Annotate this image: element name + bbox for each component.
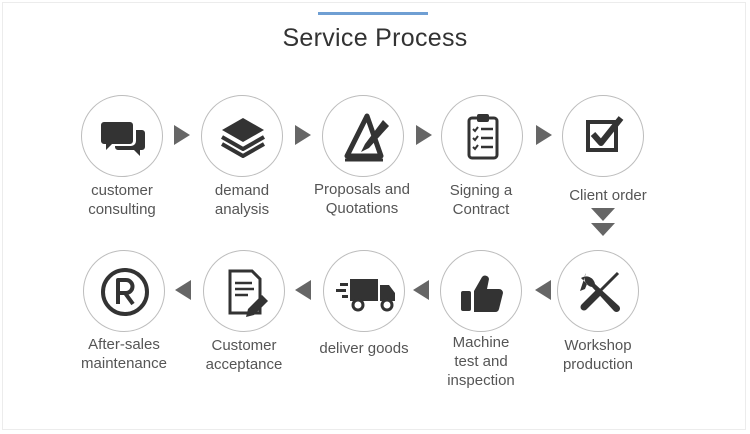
arrow-right-icon [416, 125, 432, 145]
arrow-left-icon [535, 280, 551, 300]
step-label-after-sales-maintenance: After-sales maintenance [81, 336, 167, 372]
arrow-right-icon [174, 125, 190, 145]
page-frame [2, 2, 746, 430]
step-label-workshop-production: Workshop production [562, 337, 634, 373]
step-customer-consulting [81, 95, 163, 177]
step-label-customer-consulting: customer consulting [88, 182, 156, 218]
arrow-right-icon [295, 125, 311, 145]
delivery-truck-icon [336, 279, 395, 312]
step-label-demand-analysis: demand analysis [214, 182, 270, 218]
step-label-deliver-goods: deliver goods [319, 340, 409, 357]
step-deliver-goods [323, 250, 405, 332]
step-workshop-production [557, 250, 639, 332]
step-signing-contract [441, 95, 523, 177]
thumbs-up-icon [461, 275, 503, 313]
document-pen-icon [228, 269, 268, 317]
registered-icon [101, 268, 149, 316]
title-accent-bar [318, 12, 428, 15]
clipboard-checklist-icon [467, 114, 499, 160]
wrench-screwdriver-icon [580, 271, 621, 313]
step-label-proposals-quotations: Proposals and Quotations [314, 181, 410, 217]
drafting-triangle-icon [344, 113, 389, 162]
step-proposals-quotations [322, 95, 404, 177]
step-label-client-order: Client order [569, 187, 647, 204]
step-machine-test-inspection [440, 250, 522, 332]
step-after-sales-maintenance [83, 250, 165, 332]
step-label-signing-contract: Signing a Contract [449, 182, 513, 218]
arrow-left-icon [413, 280, 429, 300]
step-client-order [562, 95, 644, 177]
arrow-right-icon [536, 125, 552, 145]
step-label-machine-test-inspection: Machine test and inspection [447, 334, 515, 389]
double-arrow-down-icon [591, 208, 615, 236]
checkbox-icon [586, 116, 624, 152]
step-demand-analysis [201, 95, 283, 177]
layers-icon [221, 118, 265, 158]
step-label-customer-acceptance: Customer acceptance [205, 337, 283, 373]
arrow-left-icon [295, 280, 311, 300]
page-title: Service Process [282, 24, 468, 52]
arrow-left-icon [175, 280, 191, 300]
step-customer-acceptance [203, 250, 285, 332]
chat-bubbles-icon [101, 122, 145, 156]
